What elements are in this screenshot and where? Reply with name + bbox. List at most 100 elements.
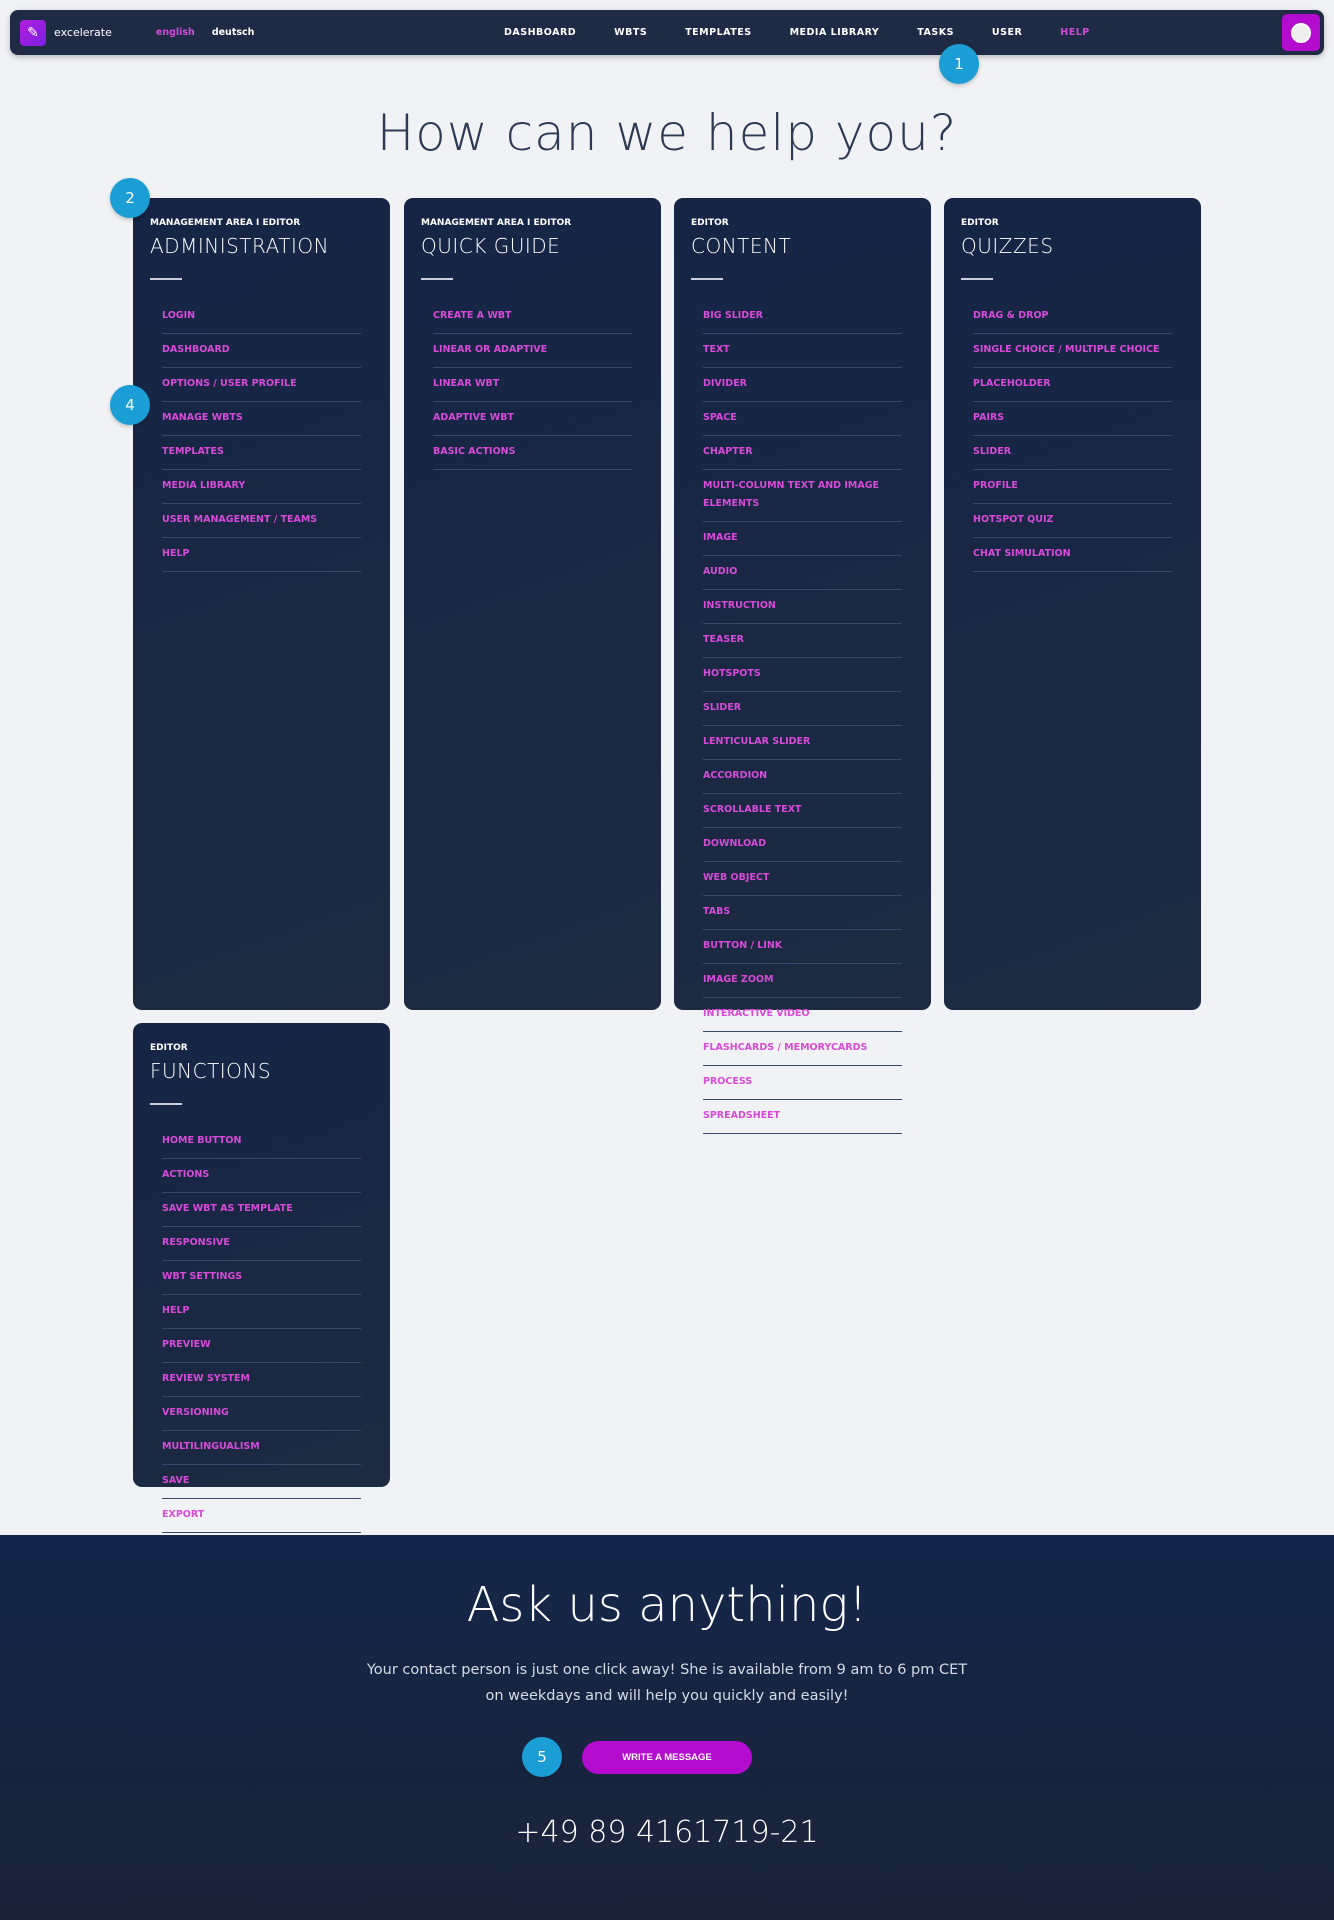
card-link[interactable]: ACCORDION [703, 760, 902, 794]
card-link[interactable]: BUTTON / LINK [703, 930, 902, 964]
card-link[interactable]: SPREADSHEET [703, 1100, 902, 1134]
phone-number[interactable]: +49 89 4161719-21 [515, 1815, 819, 1850]
brand-name[interactable]: excelerate [54, 26, 112, 39]
language-deutsch[interactable]: deutsch [211, 27, 255, 38]
card-link[interactable]: BASIC ACTIONS [433, 436, 632, 470]
card-link[interactable]: PAIRS [973, 402, 1172, 436]
card-link[interactable]: FLASHCARDS / MEMORYCARDS [703, 1032, 902, 1066]
card-link[interactable]: AUDIO [703, 556, 902, 590]
card-link[interactable]: LOGIN [162, 300, 361, 334]
logo-feather-icon[interactable]: ✎ [20, 19, 46, 46]
card-link[interactable]: CHAPTER [703, 436, 902, 470]
card-category: MANAGEMENT AREA I EDITOR [421, 218, 572, 228]
card-link[interactable]: BIG SLIDER [703, 300, 902, 334]
card-link[interactable]: LINEAR WBT [433, 368, 632, 402]
card-link[interactable]: SCROLLABLE TEXT [703, 794, 902, 828]
card-link[interactable]: OPTIONS / USER PROFILE [162, 368, 361, 402]
nav-dashboard[interactable]: DASHBOARD [504, 27, 577, 38]
card-link[interactable]: CHAT SIMULATION [973, 538, 1172, 572]
card-link[interactable]: MULTI-COLUMN TEXT AND IMAGE ELEMENTS [703, 470, 902, 522]
nav-templates[interactable]: TEMPLATES [685, 27, 752, 38]
language-english[interactable]: english [155, 27, 195, 38]
card-category: MANAGEMENT AREA I EDITOR [150, 218, 301, 228]
card-link[interactable]: USER MANAGEMENT / TEAMS [162, 504, 361, 538]
user-avatar[interactable] [1282, 14, 1320, 51]
card-title: QUICK GUIDE [421, 234, 561, 258]
card-link[interactable]: RESPONSIVE [162, 1227, 361, 1261]
card-link[interactable]: ACTIONS [162, 1159, 361, 1193]
card-link[interactable]: PROCESS [703, 1066, 902, 1100]
card-link[interactable]: EXPORT [162, 1499, 361, 1533]
card-title: FUNCTIONS [150, 1059, 272, 1083]
help-card-quick-guide: MANAGEMENT AREA I EDITOR QUICK GUIDE CRE… [404, 198, 661, 1010]
card-link[interactable]: TABS [703, 896, 902, 930]
card-link[interactable]: CREATE A WBT [433, 300, 632, 334]
card-title: QUIZZES [961, 234, 1054, 258]
card-link[interactable]: HELP [162, 1295, 361, 1329]
card-link[interactable]: HELP [162, 538, 361, 572]
card-link[interactable]: LINEAR OR ADAPTIVE [433, 334, 632, 368]
top-navigation: ✎ excelerate english deutsch DASHBOARD W… [10, 10, 1324, 55]
card-link[interactable]: ADAPTIVE WBT [433, 402, 632, 436]
page-title: How can we help you? [376, 104, 958, 162]
card-link[interactable]: DRAG & DROP [973, 300, 1172, 334]
card-link[interactable]: PROFILE [973, 470, 1172, 504]
card-link[interactable]: DOWNLOAD [703, 828, 902, 862]
badge-1: 1 [939, 44, 979, 84]
title-divider [421, 278, 453, 280]
card-link[interactable]: SAVE [162, 1465, 361, 1499]
title-divider [691, 278, 723, 280]
card-category: EDITOR [150, 1043, 188, 1053]
card-category: EDITOR [691, 218, 729, 228]
card-link[interactable]: HOME BUTTON [162, 1125, 361, 1159]
nav-media-library[interactable]: MEDIA LIBRARY [789, 27, 880, 38]
nav-wbts[interactable]: WBTS [614, 27, 648, 38]
card-title: CONTENT [691, 234, 792, 258]
card-link[interactable]: INSTRUCTION [703, 590, 902, 624]
card-link[interactable]: TEASER [703, 624, 902, 658]
card-link[interactable]: LENTICULAR SLIDER [703, 726, 902, 760]
badge-5: 5 [522, 1737, 562, 1777]
card-title: ADMINISTRATION [150, 234, 330, 258]
card-link[interactable]: SINGLE CHOICE / MULTIPLE CHOICE [973, 334, 1172, 368]
title-divider [150, 1103, 182, 1105]
card-link[interactable]: TEMPLATES [162, 436, 361, 470]
card-link[interactable]: PREVIEW [162, 1329, 361, 1363]
nav-user[interactable]: USER [991, 27, 1023, 38]
card-link[interactable]: WEB OBJECT [703, 862, 902, 896]
card-link[interactable]: SPACE [703, 402, 902, 436]
nav-help[interactable]: HELP [1060, 27, 1090, 38]
card-link[interactable]: SLIDER [973, 436, 1172, 470]
card-category: EDITOR [961, 218, 999, 228]
help-card-administration: MANAGEMENT AREA I EDITOR ADMINISTRATION … [133, 198, 390, 1010]
card-link[interactable]: SLIDER [703, 692, 902, 726]
card-link[interactable]: INTERACTIVE VIDEO [703, 998, 902, 1032]
card-link[interactable]: DASHBOARD [162, 334, 361, 368]
card-link[interactable]: DIVIDER [703, 368, 902, 402]
write-message-button[interactable]: WRITE A MESSAGE [582, 1741, 752, 1774]
card-link[interactable]: SAVE WBT AS TEMPLATE [162, 1193, 361, 1227]
card-link[interactable]: WBT SETTINGS [162, 1261, 361, 1295]
nav-tasks[interactable]: TASKS [917, 27, 954, 38]
badge-4: 4 [110, 385, 150, 425]
card-link[interactable]: PLACEHOLDER [973, 368, 1172, 402]
card-link[interactable]: IMAGE ZOOM [703, 964, 902, 998]
main-menu: DASHBOARD WBTS TEMPLATES MEDIA LIBRARY T… [504, 10, 1128, 55]
title-divider [961, 278, 993, 280]
card-link[interactable]: TEXT [703, 334, 902, 368]
contact-section: Ask us anything! Your contact person is … [0, 1535, 1334, 1920]
card-link[interactable]: HOTSPOTS [703, 658, 902, 692]
card-link[interactable]: MEDIA LIBRARY [162, 470, 361, 504]
card-link[interactable]: IMAGE [703, 522, 902, 556]
card-link[interactable]: HOTSPOT QUIZ [973, 504, 1172, 538]
card-link[interactable]: MANAGE WBTS [162, 402, 361, 436]
card-link[interactable]: REVIEW SYSTEM [162, 1363, 361, 1397]
card-link[interactable]: VERSIONING [162, 1397, 361, 1431]
card-link[interactable]: MULTILINGUALISM [162, 1431, 361, 1465]
